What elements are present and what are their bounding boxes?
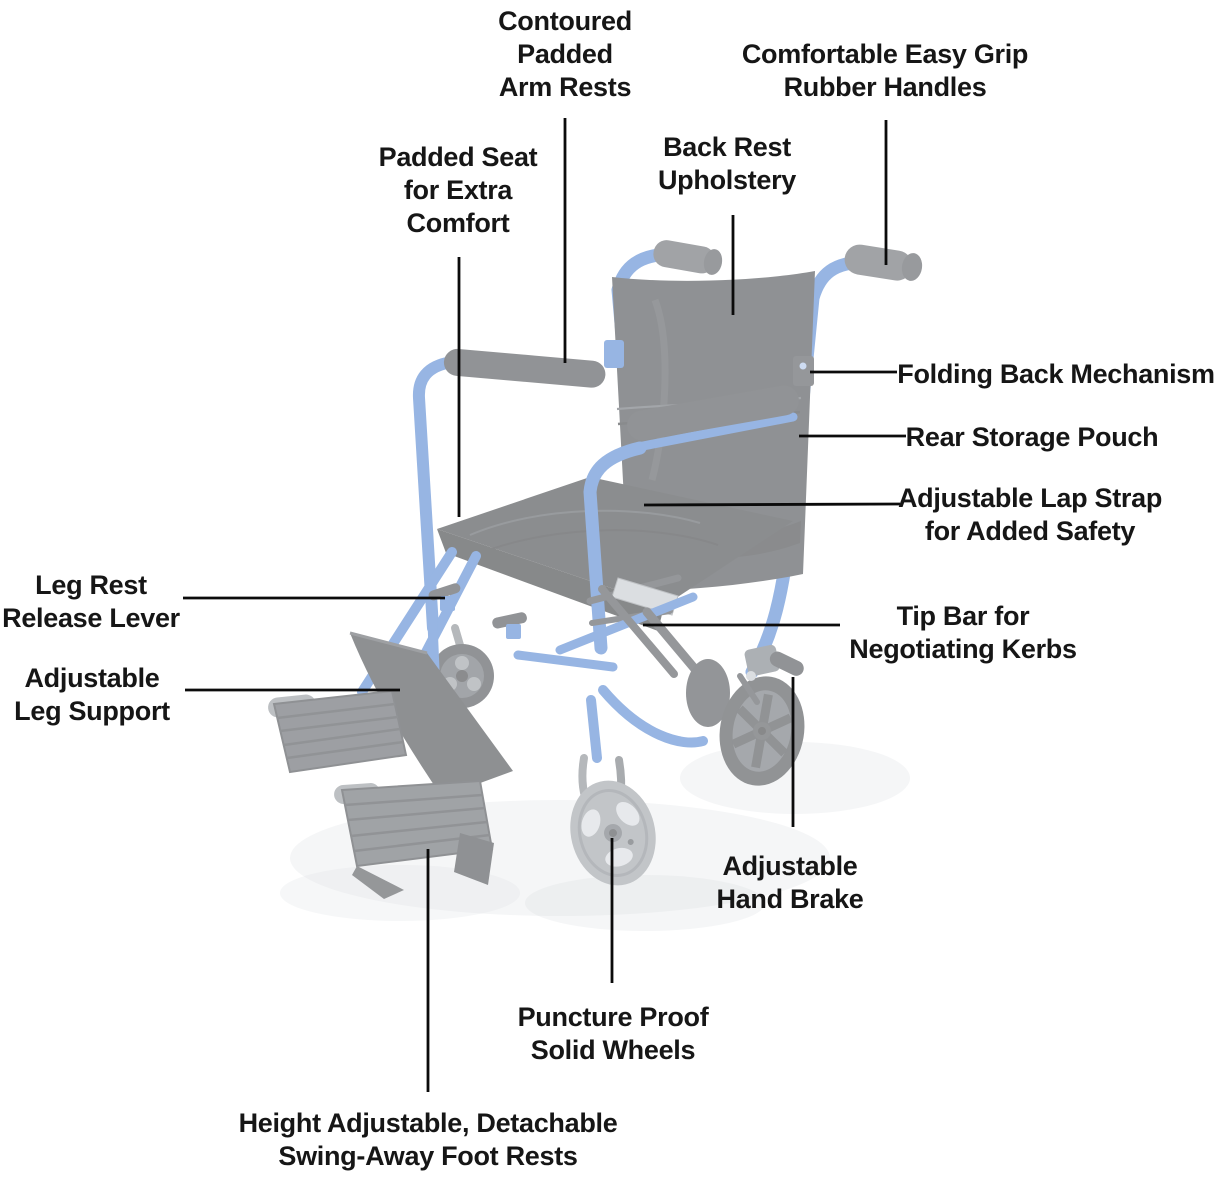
push-handle-grip-left <box>653 240 715 274</box>
label-line: Hand Brake <box>716 884 864 914</box>
caster-rim <box>577 789 649 877</box>
grip-end-cap-right <box>901 253 923 281</box>
label-tip-bar: Tip Bar for Negotiating Kerbs <box>849 600 1077 666</box>
step-tube <box>598 685 708 748</box>
label-leg-rest-release-lever: Leg Rest Release Lever <box>2 569 180 635</box>
label-line: Adjustable <box>24 663 160 693</box>
label-line: Solid Wheels <box>530 1035 696 1065</box>
label-rear-storage-pouch: Rear Storage Pouch <box>906 421 1159 454</box>
hand-brake-lever <box>769 651 804 676</box>
leg-rest-release-lever <box>428 583 461 601</box>
footplate-far <box>272 689 408 774</box>
brake-pivot <box>746 671 756 681</box>
armrest-support-near <box>638 412 798 451</box>
cross-brace-dark <box>598 585 678 678</box>
brake-arm <box>737 673 760 705</box>
footplate-rib <box>344 793 483 807</box>
armrest-frame-near <box>583 441 647 655</box>
label-line: Upholstery <box>657 165 797 195</box>
label-line: Padded Seat <box>378 142 538 172</box>
caster-hub-far <box>456 670 468 682</box>
caster-cutout <box>455 656 469 670</box>
label-line: Release Lever <box>2 603 180 633</box>
backrest-sheen <box>648 298 669 481</box>
label-line: for Extra <box>403 175 513 205</box>
label-contoured-padded-arm-rests: Contoured Padded Arm Rests <box>498 5 632 104</box>
label-adjustable-lap-strap: Adjustable Lap Strap for Added Safety <box>898 482 1162 548</box>
armrest-pad-near <box>627 385 799 441</box>
label-line: Leg Rest <box>35 570 147 600</box>
footplate-rib <box>286 740 404 760</box>
footplate-rib <box>350 820 488 838</box>
rear-wheel-far <box>686 659 730 727</box>
label-line: Puncture Proof <box>517 1002 709 1032</box>
caster-cutout <box>467 677 481 691</box>
label-line: Swing-Away Foot Rests <box>278 1141 578 1171</box>
hinge-bolt <box>799 362 807 370</box>
floor-shadow <box>280 865 520 921</box>
leg-rest-release-lever <box>492 612 527 629</box>
label-line: Leg Support <box>14 696 170 726</box>
label-line: Contoured <box>498 6 632 36</box>
caster-hub-cap <box>609 829 617 837</box>
label-line: Negotiating Kerbs <box>849 634 1077 664</box>
label-line: Comfortable Easy Grip <box>741 39 1029 69</box>
label-foot-rests: Height Adjustable, Detachable Swing-Away… <box>239 1107 618 1173</box>
label-line: Rear Storage Pouch <box>905 422 1159 452</box>
footplate-rib <box>279 715 399 733</box>
rear-wheel-near <box>719 676 805 786</box>
label-line: Tip Bar for <box>896 601 1030 631</box>
armrest-pad-far <box>443 348 606 388</box>
label-adjustable-leg-support: Adjustable Leg Support <box>14 662 170 728</box>
brake-bracket <box>744 644 780 677</box>
label-padded-seat-for-extra-comfort: Padded Seat for Extra Comfort <box>379 141 538 240</box>
wheelchair-group <box>268 240 923 931</box>
label-line: Adjustable Lap Strap <box>897 483 1163 513</box>
caster-cutout <box>616 801 640 826</box>
seat-upholstery <box>437 477 793 606</box>
footplate-rib <box>276 702 396 720</box>
lever-clamp <box>440 596 455 611</box>
label-folding-back-mechanism: Folding Back Mechanism <box>897 358 1214 391</box>
label-comfortable-easy-grip-rubber-handles: Comfortable Easy Grip Rubber Handles <box>741 38 1029 104</box>
label-line: Arm Rests <box>498 72 632 102</box>
label-line: Back Rest <box>663 132 791 162</box>
leader-lines <box>183 118 906 1092</box>
floor-shadow <box>525 875 765 931</box>
grip-end-cap-left <box>703 249 723 275</box>
label-line: Adjustable <box>722 851 858 881</box>
caster-cutout <box>581 809 601 837</box>
footplate-rib <box>283 727 401 747</box>
footplate-bracket <box>454 833 494 885</box>
caster-stem <box>586 695 602 763</box>
lever-clamp <box>506 624 521 639</box>
folding-back-hinge <box>793 356 814 386</box>
label-line: Comfort <box>406 208 510 238</box>
leader-adjustable-lap-strap <box>643 502 901 507</box>
rear-hub-cap <box>758 727 766 735</box>
label-line: Padded <box>517 39 613 69</box>
hinge-clamp-left <box>604 340 624 368</box>
leg-support-strap <box>350 633 513 797</box>
footplate-rib <box>347 806 486 822</box>
label-line: Height Adjustable, Detachable <box>238 1108 618 1138</box>
label-puncture-proof-solid-wheels: Puncture Proof Solid Wheels <box>518 1001 709 1067</box>
seat-seam <box>479 529 719 554</box>
push-handle-grip-right <box>844 244 913 281</box>
label-line: for Added Safety <box>924 516 1136 546</box>
label-adjustable-hand-brake: Adjustable Hand Brake <box>716 850 863 916</box>
label-back-rest-upholstery: Back Rest Upholstery <box>658 131 796 197</box>
seat-front-skirt <box>437 529 664 631</box>
footplate-heel-tab <box>352 866 404 899</box>
leg-support-strap-edge <box>349 631 428 655</box>
label-line: Rubber Handles <box>783 72 987 102</box>
seat-rail-near <box>513 650 618 672</box>
label-line: Folding Back Mechanism <box>897 359 1214 389</box>
front-caster-near <box>570 780 656 886</box>
caster-bolt <box>627 838 634 845</box>
